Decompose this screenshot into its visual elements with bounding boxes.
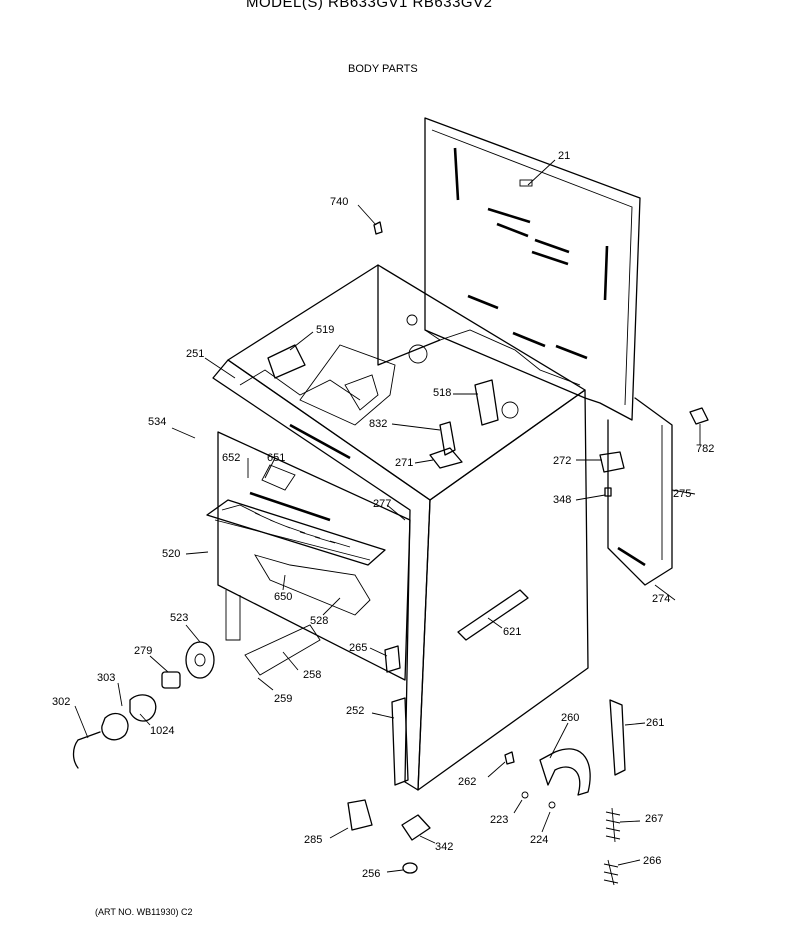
part-label-259: 259 (274, 693, 293, 705)
part-label-650: 650 (274, 591, 293, 603)
part-label-252: 252 (346, 705, 365, 717)
part-label-302: 302 (52, 696, 71, 708)
part-label-303: 303 (97, 672, 116, 684)
hinge-parts-drawing (347, 697, 626, 886)
part-label-523: 523 (170, 612, 189, 624)
part-label-519: 519 (316, 324, 335, 336)
model-title: MODEL(S) RB633GV1 RB633GV2 (246, 0, 493, 11)
part-label-266: 266 (643, 855, 662, 867)
art-number: (ART NO. WB11930) C2 (95, 907, 193, 917)
part-label-652: 652 (222, 452, 241, 464)
part-label-277: 277 (373, 498, 392, 510)
part-label-262: 262 (458, 776, 477, 788)
part-label-342: 342 (435, 841, 454, 853)
part-label-782: 782 (696, 443, 715, 455)
part-label-274: 274 (652, 593, 671, 605)
part-label-1024: 1024 (150, 725, 175, 737)
part-label-272: 272 (553, 455, 572, 467)
part-label-651: 651 (267, 452, 286, 464)
back-panel-drawing (424, 117, 641, 421)
part-label-285: 285 (304, 834, 323, 846)
part-label-256: 256 (362, 868, 381, 880)
part-label-518: 518 (433, 387, 452, 399)
part-label-265: 265 (349, 642, 368, 654)
small-parts-drawing (267, 221, 709, 673)
section-title: BODY PARTS (348, 63, 418, 75)
part-label-740: 740 (330, 196, 349, 208)
side-trim-drawing (607, 397, 673, 586)
part-label-275: 275 (673, 488, 692, 500)
part-label-258: 258 (303, 669, 322, 681)
cabinet-body-drawing (212, 264, 589, 791)
part-label-534: 534 (148, 416, 167, 428)
part-label-832: 832 (369, 418, 388, 430)
part-label-251: 251 (186, 348, 205, 360)
part-label-260: 260 (561, 712, 580, 724)
light-assembly-drawing (72, 641, 215, 769)
part-label-520: 520 (162, 548, 181, 560)
part-label-528: 528 (310, 615, 329, 627)
part-label-279: 279 (134, 645, 153, 657)
part-label-21: 21 (558, 150, 571, 162)
part-label-223: 223 (490, 814, 509, 826)
part-label-261: 261 (646, 717, 665, 729)
part-label-271: 271 (395, 457, 414, 469)
part-label-621: 621 (503, 626, 522, 638)
part-label-224: 224 (530, 834, 549, 846)
part-label-267: 267 (645, 813, 664, 825)
leader-lines (74, 159, 701, 873)
part-label-348: 348 (553, 494, 572, 506)
oven-cavity-drawing (206, 431, 411, 681)
